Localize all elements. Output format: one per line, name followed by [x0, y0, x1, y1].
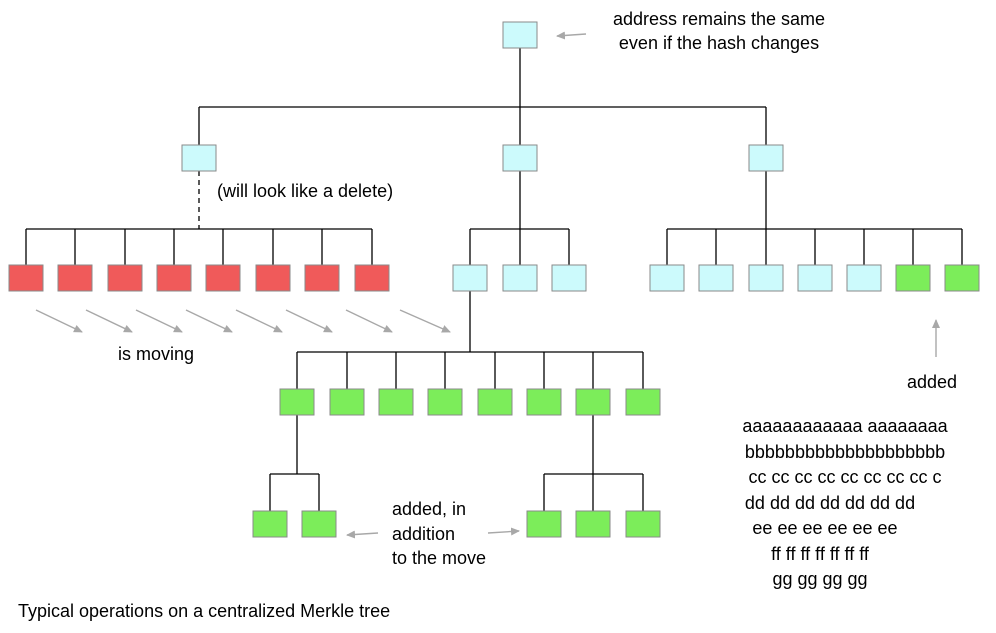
added-leaf-node	[252, 510, 288, 538]
filler-line: aaaaaaaaaaaa aaaaaaaa	[742, 416, 948, 436]
added-leaf-node	[575, 510, 611, 538]
moving-arrow	[135, 309, 183, 333]
added-leaf-node	[526, 510, 562, 538]
moving-leaf-node	[57, 264, 93, 292]
filler-line: gg gg gg gg	[772, 569, 868, 589]
caption: Typical operations on a centralized Merk…	[18, 601, 391, 621]
right-child-node	[748, 264, 784, 292]
moved-leaf-node	[575, 388, 611, 416]
left-branch-node	[181, 144, 217, 172]
moving-leaf-node	[255, 264, 291, 292]
filler-line: bbbbbbbbbbbbbbbbbbbb	[744, 441, 946, 462]
middle-child-node	[502, 264, 538, 292]
added-left-arrow	[346, 530, 379, 539]
address-note-line: address remains the same	[612, 9, 826, 29]
moved-leaf-node	[526, 388, 562, 416]
middle-child-node	[452, 264, 488, 292]
moved-leaf-node	[477, 388, 513, 416]
address-arrow	[556, 31, 587, 40]
moved-leaf-node	[427, 388, 463, 416]
right-branch-node	[748, 144, 784, 172]
filler-text-block: aaaaaaaaaaaa aaaaaaaa bbbbbbbbbbbbbbbbbb…	[700, 414, 990, 593]
right-child-node	[797, 264, 833, 292]
moved-leaf-node	[625, 388, 661, 416]
middle-child-node	[551, 264, 587, 292]
added-move-note-line: addition	[392, 523, 456, 544]
moving-arrow	[345, 309, 393, 333]
moving-arrow	[399, 309, 451, 333]
moving-arrow	[185, 309, 233, 333]
moving-leaf-node	[156, 264, 192, 292]
filler-line: ee ee ee ee ee ee	[752, 518, 898, 538]
moving-arrow	[35, 309, 83, 333]
moving-leaf-node	[205, 264, 241, 292]
added-move-note-line: to the move	[392, 548, 487, 568]
root-node	[502, 21, 538, 49]
added-leaf-node	[944, 264, 980, 292]
right-child-node	[846, 264, 882, 292]
right-child-node	[698, 264, 734, 292]
filler-line: cc cc cc cc cc cc cc cc c	[748, 467, 942, 487]
moving-arrow	[85, 309, 133, 333]
moving-arrow	[235, 309, 283, 333]
right-child-node	[649, 264, 685, 292]
filler-line: ff ff ff ff ff ff ff	[771, 543, 869, 564]
added-leaf-node	[625, 510, 661, 538]
address-note-line: even if the hash changes	[618, 33, 820, 53]
moving-leaf-node	[8, 264, 44, 292]
added-note: added	[907, 372, 958, 392]
moved-leaf-node	[329, 388, 365, 416]
delete-note: (will look like a delete)	[217, 181, 394, 201]
added-move-note: added, in addition to the move	[392, 497, 486, 571]
moving-arrow	[285, 309, 333, 333]
added-leaf-node	[301, 510, 337, 538]
added-right-arrow	[487, 527, 520, 536]
address-note: address remains the same even if the has…	[586, 7, 852, 55]
moving-leaf-node	[354, 264, 390, 292]
moving-leaf-node	[304, 264, 340, 292]
moved-leaf-node	[279, 388, 315, 416]
added-leaf-node	[895, 264, 931, 292]
moved-leaf-node	[378, 388, 414, 416]
moving-note: is moving	[118, 344, 195, 364]
moving-leaf-node	[107, 264, 143, 292]
middle-branch-node	[502, 144, 538, 172]
added-move-note-line: added, in	[392, 499, 467, 519]
filler-line: dd dd dd dd dd dd dd	[744, 492, 916, 513]
